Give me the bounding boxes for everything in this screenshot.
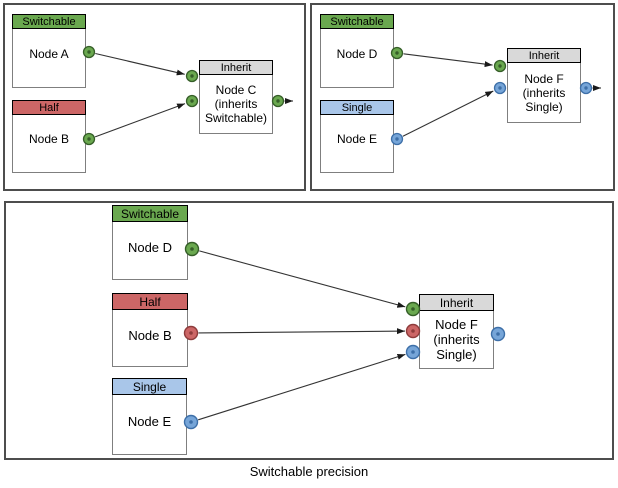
node-d-bottom-body: Node D <box>127 240 173 255</box>
node-e-bottom-body: Node E <box>127 414 172 429</box>
node-c-body: Node C (inherits Switchable) <box>204 83 268 125</box>
node-a: Switchable Node A <box>12 14 86 88</box>
panel-bottom <box>4 201 614 460</box>
node-b-bottom: Half Node B <box>112 293 188 367</box>
node-d-body: Node D <box>336 46 378 61</box>
node-f-body: Node F (inherits Single) <box>522 71 566 114</box>
node-b-bottom-body: Node B <box>128 327 172 343</box>
node-b: Half Node B <box>12 100 86 173</box>
node-f: Inherit Node F (inherits Single) <box>507 48 581 123</box>
node-c: Inherit Node C (inherits Switchable) <box>199 60 273 134</box>
node-d-header: Switchable <box>320 14 394 29</box>
node-e-bottom-header: Single <box>112 378 187 395</box>
node-b-body: Node B <box>28 132 70 146</box>
node-f-bottom-header: Inherit <box>419 294 494 311</box>
node-f-header: Inherit <box>507 48 581 63</box>
node-b-bottom-header: Half <box>112 293 188 310</box>
figure-caption: Switchable precision <box>249 464 369 479</box>
node-f-bottom-body: Node F (inherits Single) <box>433 317 480 362</box>
node-a-body: Node A <box>29 46 69 61</box>
node-d-bottom-header: Switchable <box>112 205 188 222</box>
node-a-header: Switchable <box>12 14 86 29</box>
node-e-body: Node E <box>336 132 378 146</box>
node-b-header: Half <box>12 100 86 115</box>
node-c-header: Inherit <box>199 60 273 75</box>
node-e-header: Single <box>320 100 394 115</box>
node-f-bottom: Inherit Node F (inherits Single) <box>419 294 494 369</box>
node-d-bottom: Switchable Node D <box>112 205 188 280</box>
node-d: Switchable Node D <box>320 14 394 88</box>
node-e-bottom: Single Node E <box>112 378 187 455</box>
node-e: Single Node E <box>320 100 394 173</box>
